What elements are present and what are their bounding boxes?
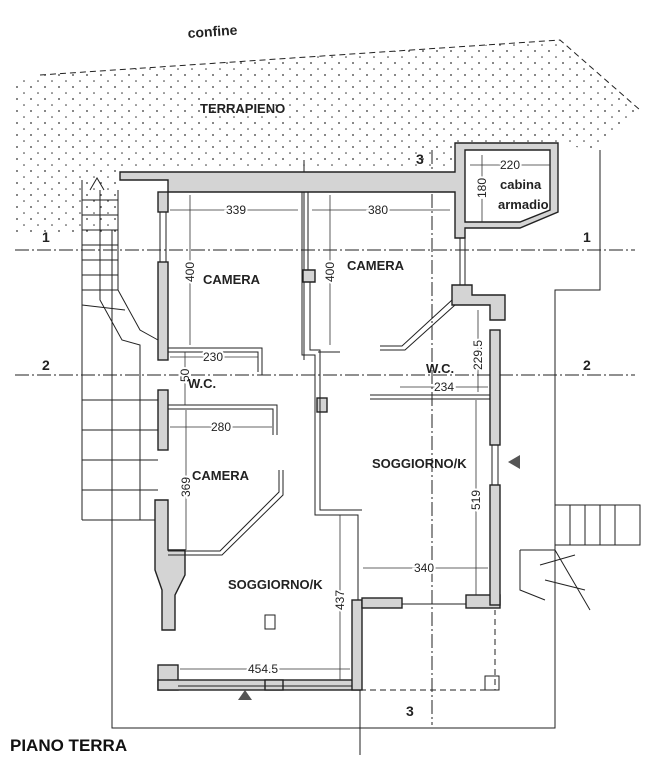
room-soggiorno-2: SOGGIORNO/K (372, 456, 467, 471)
dimension-labels: 339 380 220 180 400 400 230 50 280 369 2… (176, 156, 522, 678)
svg-text:180: 180 (475, 178, 489, 198)
room-armadio: armadio (498, 197, 549, 212)
entrance-arrow-bottom (238, 690, 252, 700)
partitions (159, 192, 500, 691)
section-1-left: 1 (42, 229, 50, 245)
svg-text:340: 340 (414, 561, 434, 575)
svg-text:400: 400 (183, 262, 197, 282)
svg-text:400: 400 (323, 262, 337, 282)
terrace-dashed (360, 610, 496, 691)
section-3-bottom: 3 (406, 703, 414, 719)
confine-line (39, 39, 641, 111)
terrapieno-label: TERRAPIENO (200, 101, 285, 116)
svg-text:454.5: 454.5 (248, 662, 278, 676)
stairs-left (81, 177, 159, 521)
svg-text:229.5: 229.5 (471, 340, 485, 370)
svg-text:50: 50 (178, 368, 192, 382)
section-2-left: 2 (42, 357, 50, 373)
room-camera-3: CAMERA (192, 468, 250, 483)
svg-text:234: 234 (434, 380, 454, 394)
svg-text:519: 519 (469, 490, 483, 510)
stairs-right (519, 504, 641, 611)
room-cabina: cabina (500, 177, 542, 192)
svg-text:369: 369 (179, 477, 193, 497)
section-1-right: 1 (583, 229, 591, 245)
svg-text:230: 230 (203, 350, 223, 364)
svg-text:380: 380 (368, 203, 388, 217)
svg-text:339: 339 (226, 203, 246, 217)
entrance-arrow-right (508, 455, 520, 469)
room-wc-1: W.C. (188, 376, 216, 391)
room-camera-2: CAMERA (347, 258, 405, 273)
room-wc-2: W.C. (426, 361, 454, 376)
room-camera-1: CAMERA (203, 272, 261, 287)
room-soggiorno-1: SOGGIORNO/K (228, 577, 323, 592)
section-2-right: 2 (583, 357, 591, 373)
dimension-lines (170, 155, 550, 680)
walls (119, 142, 559, 691)
svg-text:437: 437 (333, 590, 347, 610)
svg-text:280: 280 (211, 420, 231, 434)
confine-label: confine (187, 22, 238, 41)
section-3-top: 3 (416, 151, 424, 167)
floor-title: PIANO TERRA (10, 736, 128, 755)
terrapieno-fill (12, 40, 640, 235)
svg-text:220: 220 (500, 158, 520, 172)
